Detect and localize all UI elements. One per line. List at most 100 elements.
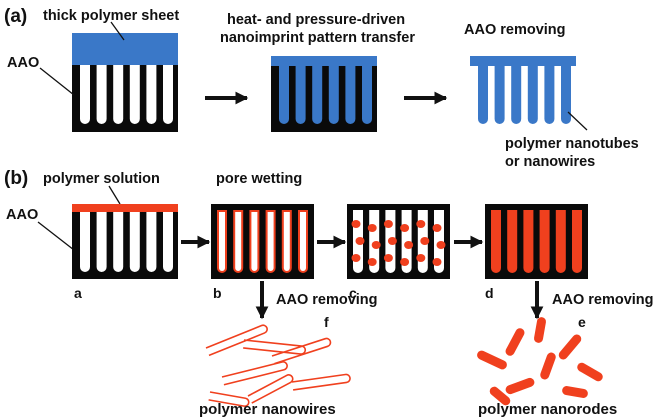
polymer-nanowire-cluster bbox=[205, 324, 351, 407]
step-c-letter: c bbox=[349, 285, 357, 301]
polymer-droplet bbox=[371, 241, 381, 249]
panel-a-label: (a) bbox=[4, 6, 27, 27]
polymer-droplet bbox=[355, 237, 365, 245]
wetted-pores bbox=[217, 210, 308, 273]
aao-label-a: AAO bbox=[7, 55, 39, 71]
nanotube bbox=[494, 66, 505, 125]
step-d-letter: d bbox=[485, 285, 494, 301]
polymer-droplet bbox=[367, 258, 377, 266]
nanowire-outline bbox=[271, 337, 332, 365]
pore bbox=[113, 65, 124, 125]
step-f-letter: f bbox=[324, 314, 329, 330]
nanorod bbox=[505, 377, 535, 395]
panel-b-label: (b) bbox=[4, 168, 28, 189]
polymer-droplet bbox=[383, 254, 393, 262]
nanowire bbox=[247, 374, 294, 404]
polymer-droplet bbox=[351, 254, 361, 262]
polymer-nanorod-cluster bbox=[477, 317, 603, 406]
polymer-droplet bbox=[404, 241, 414, 249]
nanorod bbox=[558, 334, 582, 360]
polymer-droplet bbox=[351, 220, 361, 228]
filled-pore bbox=[555, 210, 566, 273]
nanorod bbox=[562, 386, 588, 398]
polymer-filled-pore bbox=[362, 66, 372, 124]
pore bbox=[80, 212, 90, 272]
nanotube bbox=[511, 66, 522, 125]
pore bbox=[96, 65, 107, 125]
step-a-letter: a bbox=[74, 285, 82, 301]
empty-pores-b bbox=[80, 212, 173, 272]
panel-a-template-step1 bbox=[72, 33, 178, 132]
nanowire-outline bbox=[243, 339, 307, 355]
nanotube-result-line2: or nanowires bbox=[505, 154, 595, 170]
nanorod bbox=[540, 352, 556, 380]
nanowire bbox=[221, 361, 288, 386]
free-standing-polymer-nanotubes bbox=[470, 56, 576, 125]
pore bbox=[146, 65, 157, 125]
polymer-droplet bbox=[367, 224, 377, 232]
polymer-droplet bbox=[400, 224, 410, 232]
nanotube bbox=[561, 66, 571, 124]
nanowire-outline bbox=[221, 361, 288, 386]
polymer-droplet bbox=[387, 237, 397, 245]
pore bbox=[129, 212, 140, 272]
polymer-droplet bbox=[420, 237, 430, 245]
pore bbox=[113, 212, 124, 272]
pore bbox=[129, 65, 140, 125]
pore bbox=[146, 212, 157, 272]
pore-void bbox=[251, 212, 258, 271]
polymer-solution-label: polymer solution bbox=[43, 171, 160, 187]
nanotube-array bbox=[478, 66, 571, 125]
panel-a-template-step2 bbox=[271, 56, 377, 132]
nanorod bbox=[489, 386, 511, 406]
polymer-solution-film bbox=[72, 204, 178, 212]
imprinted-polymer-layer bbox=[271, 56, 377, 66]
aao-removing-label-b1: AAO removing bbox=[276, 292, 378, 308]
rayleigh-instability-pores bbox=[351, 210, 446, 273]
step-d-template bbox=[485, 204, 588, 279]
aao-template-b4 bbox=[485, 204, 588, 279]
nanowire bbox=[291, 373, 351, 391]
polymer-solution-leader bbox=[108, 185, 121, 205]
polymer-filled-pore bbox=[345, 66, 356, 125]
nanotube bbox=[527, 66, 538, 125]
polymer-droplet bbox=[383, 220, 393, 228]
pore-void bbox=[283, 212, 290, 271]
nanotube bbox=[544, 66, 555, 125]
pore bbox=[96, 212, 107, 272]
aao-leader-a bbox=[39, 67, 75, 96]
polymer-filled-pore bbox=[328, 66, 339, 125]
polymer-droplet bbox=[432, 258, 442, 266]
aao-leader-b bbox=[37, 221, 75, 251]
pore-void bbox=[219, 212, 225, 271]
polymer-droplet bbox=[416, 254, 426, 262]
nanotube-result-line1: polymer nanotubes bbox=[505, 136, 639, 152]
pore-void bbox=[235, 212, 242, 271]
transfer-label-line2: nanoimprint pattern transfer bbox=[220, 30, 415, 46]
aao-template-b2 bbox=[211, 204, 314, 279]
polymer-filled-pore bbox=[312, 66, 323, 125]
pore-void bbox=[300, 212, 306, 271]
fully-filled-pores bbox=[491, 210, 582, 273]
nanowire-outline bbox=[291, 373, 351, 391]
nanowire bbox=[208, 391, 250, 407]
pore bbox=[163, 65, 173, 124]
step-c-template bbox=[347, 204, 450, 279]
transfer-label-line1: heat- and pressure-driven bbox=[227, 12, 405, 28]
step-a-template bbox=[72, 204, 178, 279]
filled-pore bbox=[491, 210, 501, 273]
aao-removing-label-b2: AAO removing bbox=[552, 292, 654, 308]
polymer-filled-pore bbox=[279, 66, 289, 124]
polymer-droplet bbox=[400, 258, 410, 266]
nanowire bbox=[205, 324, 268, 357]
nanowire bbox=[243, 339, 307, 355]
filled-pore bbox=[523, 210, 534, 273]
pore bbox=[163, 212, 173, 272]
nanorod bbox=[534, 317, 546, 343]
polymer-filled-pore bbox=[295, 66, 306, 125]
thick-sheet-leader bbox=[110, 21, 125, 41]
nanotube-leader bbox=[567, 111, 588, 131]
nanorod bbox=[505, 328, 525, 356]
filled-pore bbox=[507, 210, 518, 273]
polymer-droplet bbox=[432, 224, 442, 232]
